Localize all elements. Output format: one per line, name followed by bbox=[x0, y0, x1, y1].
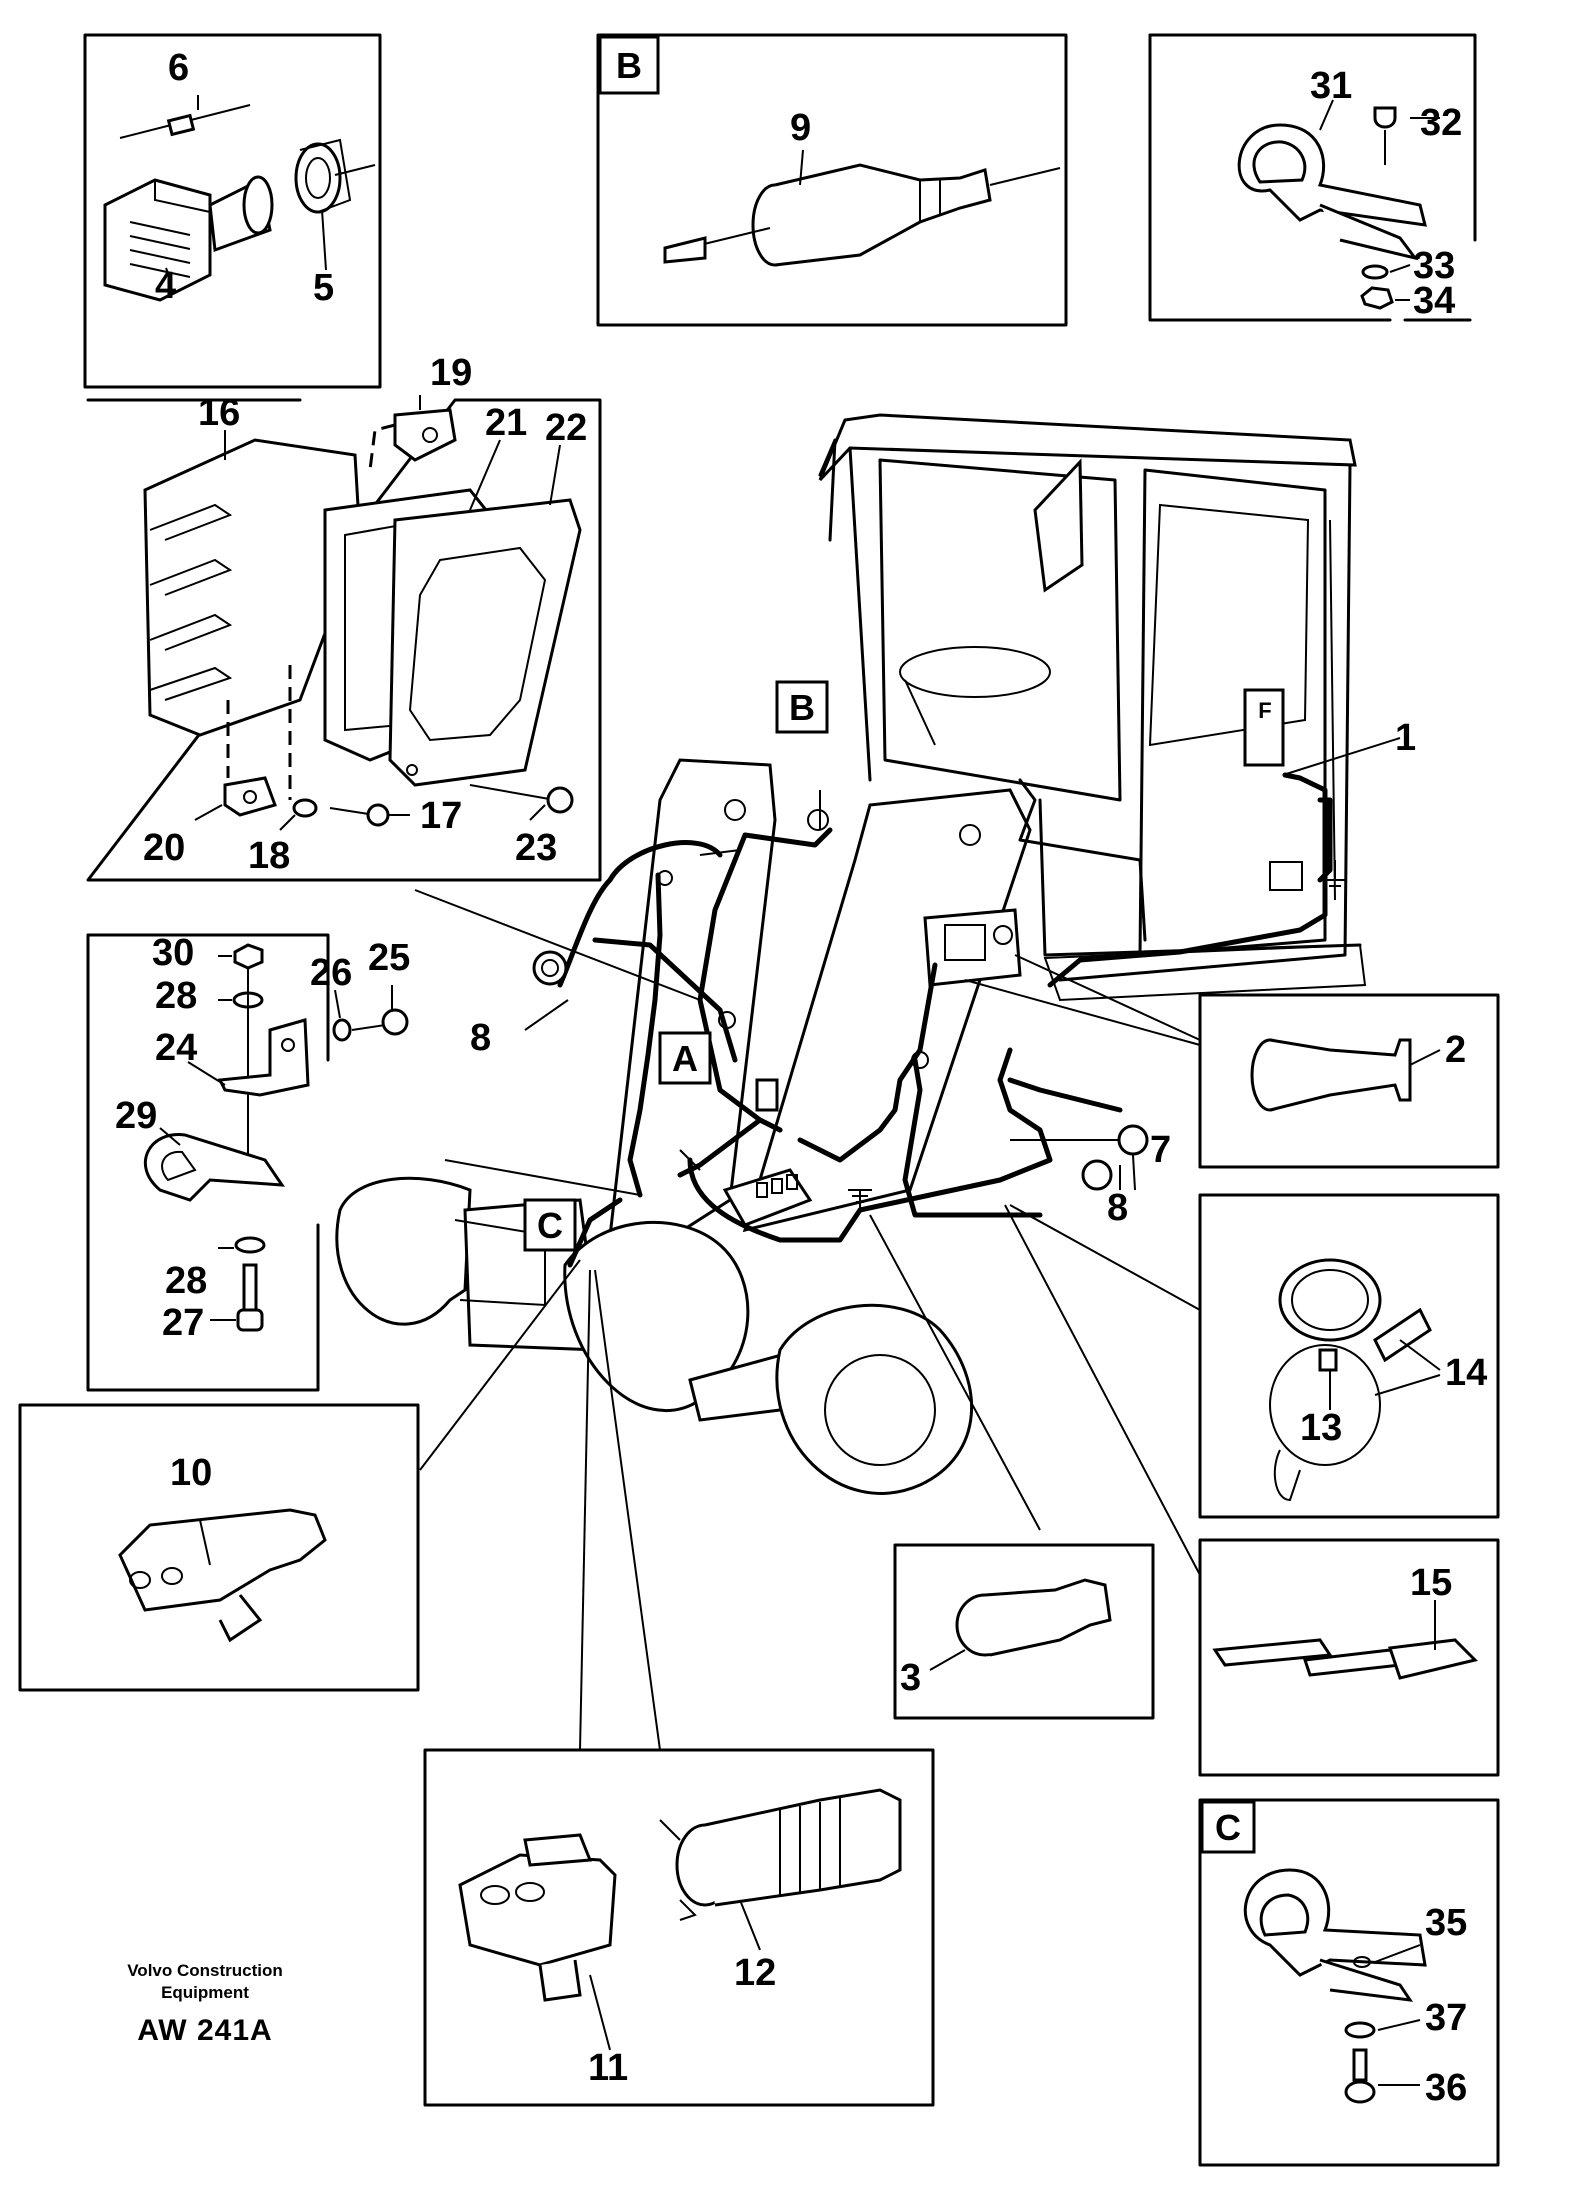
callout-13: 13 bbox=[1300, 1407, 1342, 1449]
panel-bracket-24-30 bbox=[86, 933, 409, 1392]
callout-4: 4 bbox=[155, 265, 176, 307]
tag-f: F bbox=[1258, 698, 1271, 723]
panel-connectors-11-12 bbox=[423, 1748, 935, 2107]
callout-21: 21 bbox=[485, 402, 527, 444]
callout-28-top: 28 bbox=[155, 975, 197, 1017]
drawing-code: AW 241A bbox=[137, 2014, 273, 2047]
callout-1: 1 bbox=[1395, 717, 1416, 759]
tag-c-box bbox=[523, 1198, 577, 1252]
panel-boot-3 bbox=[893, 1543, 1155, 1720]
callout-24: 24 bbox=[155, 1027, 197, 1069]
panel-grommet-2 bbox=[1198, 993, 1500, 1169]
callout-31: 31 bbox=[1310, 65, 1352, 107]
callout-16: 16 bbox=[198, 392, 240, 434]
callout-18: 18 bbox=[248, 835, 290, 877]
callout-35: 35 bbox=[1425, 1902, 1467, 1944]
callout-2: 2 bbox=[1445, 1029, 1466, 1071]
panel-detail-c bbox=[1198, 1798, 1500, 2167]
callout-25: 25 bbox=[368, 937, 410, 979]
callout-32: 32 bbox=[1420, 102, 1462, 144]
panel-connector-10 bbox=[18, 1403, 420, 1692]
panel-clamp-31-34 bbox=[1148, 33, 1477, 322]
tag-b-box bbox=[775, 680, 829, 734]
panel-light-16-23 bbox=[86, 395, 602, 882]
footer: Volvo Construction Equipment AW 241A bbox=[105, 1960, 305, 2048]
callout-7: 7 bbox=[1150, 1129, 1171, 1171]
tag-b-panel: B bbox=[616, 45, 642, 86]
callout-6: 6 bbox=[168, 47, 189, 89]
callout-12: 12 bbox=[734, 1952, 776, 1994]
callout-19: 19 bbox=[430, 352, 472, 394]
callout-11: 11 bbox=[588, 2047, 628, 2089]
callout-8-left: 8 bbox=[470, 1017, 491, 1059]
callout-15: 15 bbox=[1410, 1562, 1452, 1604]
tag-a: A bbox=[672, 1038, 698, 1079]
callout-9: 9 bbox=[790, 107, 811, 149]
callout-34: 34 bbox=[1413, 280, 1455, 322]
loader-machine-illustration bbox=[335, 413, 1401, 1751]
callout-10: 10 bbox=[170, 1452, 212, 1494]
callout-27: 27 bbox=[162, 1302, 204, 1344]
callout-36: 36 bbox=[1425, 2067, 1467, 2109]
panel-hose-clamp-13-14 bbox=[1198, 1193, 1500, 1519]
tag-b-main: B bbox=[789, 687, 815, 728]
company-name: Volvo Construction Equipment bbox=[127, 1961, 283, 2002]
panel-connector-4-5-6 bbox=[83, 33, 382, 389]
panel-detail-b bbox=[596, 33, 1068, 327]
callout-30: 30 bbox=[152, 932, 194, 974]
callout-8-right: 8 bbox=[1107, 1187, 1128, 1229]
panel-strap-15 bbox=[1198, 1538, 1500, 1777]
tag-a-box bbox=[658, 1031, 712, 1085]
tag-c-panel: C bbox=[1215, 1807, 1241, 1848]
tag-c-main: C bbox=[537, 1205, 563, 1246]
callout-20: 20 bbox=[143, 827, 185, 869]
callout-17: 17 bbox=[420, 795, 462, 837]
callout-37: 37 bbox=[1425, 1997, 1467, 2039]
callout-22: 22 bbox=[545, 407, 587, 449]
callout-26: 26 bbox=[310, 952, 352, 994]
callout-29: 29 bbox=[115, 1095, 157, 1137]
callout-33: 33 bbox=[1413, 245, 1455, 287]
part-number-labels: 1 2 3 4 5 6 7 8 8 9 10 11 12 13 14 15 16… bbox=[115, 47, 1487, 2109]
callout-5: 5 bbox=[313, 267, 334, 309]
callout-28-bottom: 28 bbox=[165, 1260, 207, 1302]
callout-23: 23 bbox=[515, 827, 557, 869]
callout-3: 3 bbox=[900, 1657, 921, 1699]
callout-14: 14 bbox=[1445, 1352, 1487, 1394]
